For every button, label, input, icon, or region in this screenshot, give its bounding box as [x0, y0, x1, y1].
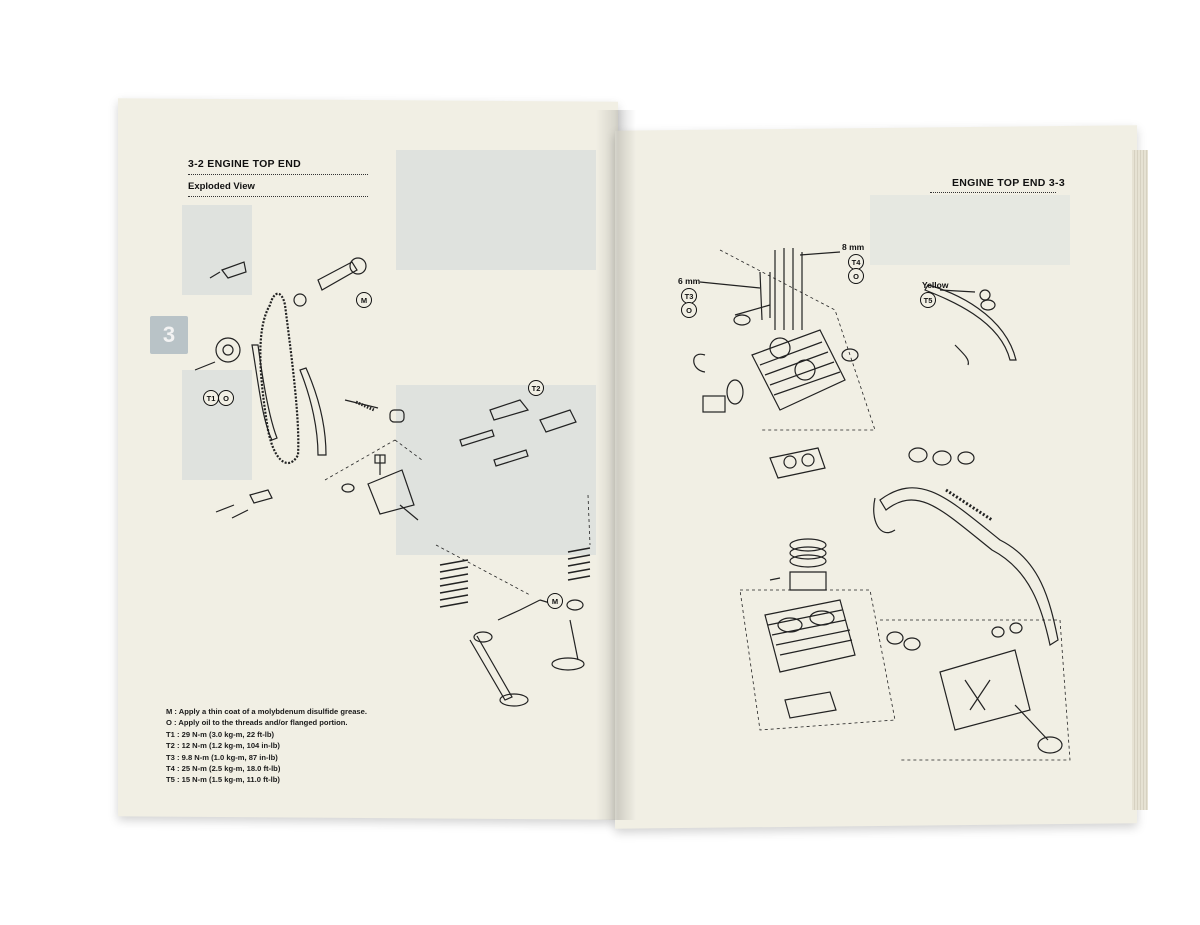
callout-m-valves: M: [547, 593, 563, 609]
callout-o-t4: O: [848, 268, 864, 284]
callout-t3: T3: [681, 288, 697, 304]
label-8mm: 8 mm: [842, 242, 865, 252]
callout-o-left: O: [218, 390, 234, 406]
callout-o-t3: O: [681, 302, 697, 318]
bleed-through-block: [870, 195, 1070, 265]
page-edges: [1132, 150, 1148, 810]
book-spine: [596, 110, 636, 820]
bleed-through-block: [396, 385, 596, 555]
legend-row-t1: T1 : 29 N-m (3.0 kg-m, 22 ft-lb): [166, 729, 275, 739]
section-subheader: Exploded View: [188, 181, 255, 192]
legend-row-t4: T4 : 25 N-m (2.5 kg-m, 18.0 ft-lb): [166, 764, 281, 774]
legend-row-t3: T3 : 9.8 N-m (1.0 kg-m, 87 in-lb): [166, 752, 278, 762]
callout-t5: T5: [920, 292, 936, 308]
label-6mm: 6 mm: [678, 276, 701, 286]
left-page-header: 3-2 ENGINE TOP END: [188, 158, 301, 170]
right-page-header: ENGINE TOP END 3-3: [952, 177, 1065, 189]
callout-t2: T2: [528, 380, 544, 396]
bleed-through-block: [182, 205, 252, 295]
subheader-divider: [188, 196, 368, 197]
legend-row-t2: T2 : 12 N-m (1.2 kg-m, 104 in-lb): [166, 741, 280, 751]
header-divider: [188, 174, 368, 175]
callout-m-camshaft: M: [356, 292, 372, 308]
bleed-through-block: [182, 370, 252, 480]
bleed-through-block: [396, 150, 596, 270]
label-yellow: Yellow: [922, 280, 949, 290]
section-tab: 3: [150, 316, 188, 354]
legend-row-m: M : Apply a thin coat of a molybdenum di…: [166, 707, 367, 716]
legend-row-t5: T5 : 15 N-m (1.5 kg-m, 11.0 ft-lb): [166, 775, 280, 785]
legend-row-o: O : Apply oil to the threads and/or flan…: [166, 718, 348, 728]
right-header-divider: [930, 192, 1056, 193]
callout-t1: T1: [203, 390, 219, 406]
torque-legend: M : Apply a thin coat of a molybdenum di…: [166, 706, 367, 786]
